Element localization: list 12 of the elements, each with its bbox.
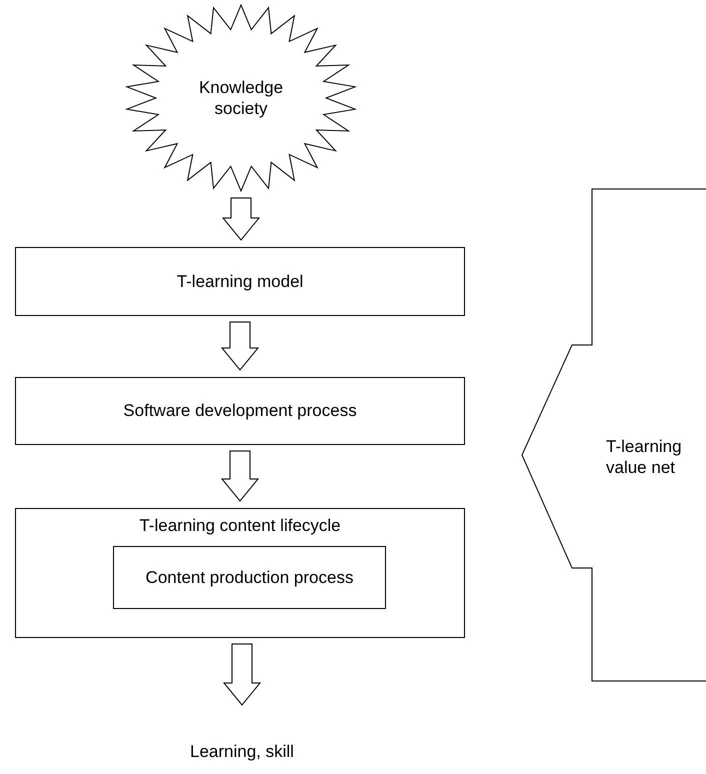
hollow-arrow xyxy=(222,644,262,706)
lifecycle-box xyxy=(15,508,465,638)
node-text: T-learning content lifecycle xyxy=(139,515,341,536)
hollow-arrow xyxy=(220,450,260,502)
process-box: Content production process xyxy=(113,546,386,609)
hollow-arrow xyxy=(222,198,260,241)
process-box: Software development process xyxy=(15,377,465,445)
hollow-arrow xyxy=(220,322,260,371)
process-box: T-learning model xyxy=(15,247,465,316)
node-text: Learning, skill xyxy=(190,740,294,762)
node-text: T-learning value net xyxy=(606,436,683,478)
node-text: Knowledge society xyxy=(198,76,284,120)
